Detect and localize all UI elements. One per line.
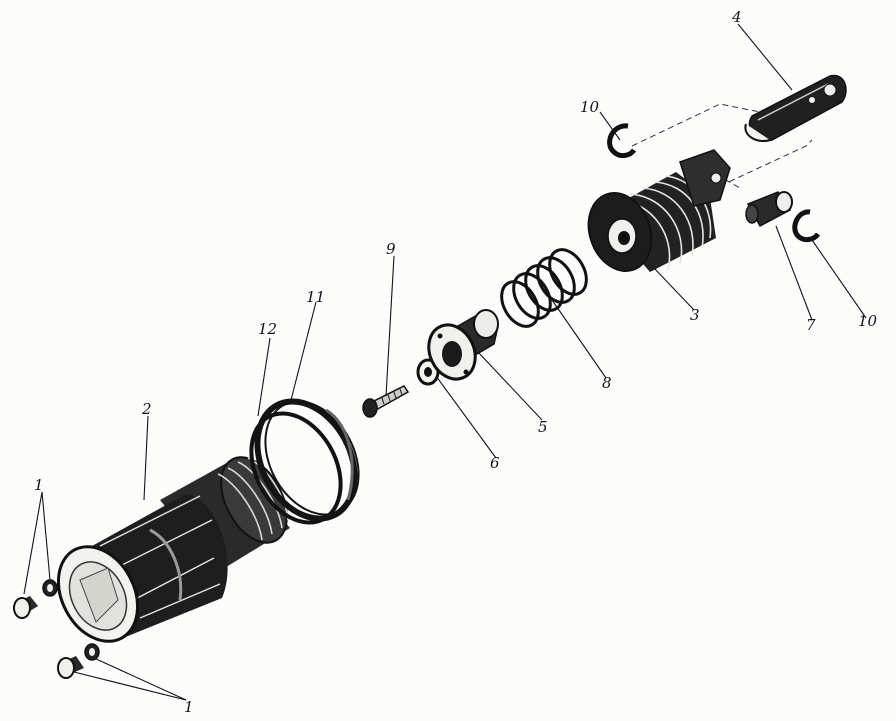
- label-9: 9: [386, 240, 396, 258]
- pin-part: [745, 191, 793, 228]
- screw-washer-lower: [57, 643, 100, 679]
- label-1-lower: 1: [184, 698, 194, 716]
- clip-upper-part: [607, 123, 637, 159]
- label-4: 4: [731, 8, 742, 26]
- assembly-guide-lines: [631, 103, 813, 189]
- label-8: 8: [602, 374, 612, 392]
- screw-washer-upper: [13, 579, 58, 619]
- lever-part: [744, 74, 847, 142]
- label-10-lower: 10: [858, 312, 878, 330]
- plunger-part: [427, 309, 499, 381]
- label-3: 3: [690, 306, 700, 324]
- outer-ring-part: [254, 398, 360, 522]
- label-12: 12: [258, 320, 277, 338]
- body-part: [56, 456, 290, 643]
- spring-part: [500, 248, 588, 328]
- label-1-upper: 1: [34, 476, 44, 494]
- label-10-upper: 10: [580, 98, 600, 116]
- clip-lower-part: [792, 209, 821, 243]
- label-7: 7: [806, 316, 816, 334]
- small-screw-part: [362, 385, 410, 418]
- part-labels: 1 1 2 3 4 5 6 7 8 9 10 10 11 12: [34, 8, 878, 716]
- label-2: 2: [141, 400, 152, 418]
- housing-part: [587, 149, 731, 272]
- leader-lines: [23, 23, 867, 701]
- label-5: 5: [538, 418, 548, 436]
- label-11: 11: [306, 288, 325, 306]
- label-6: 6: [490, 454, 500, 472]
